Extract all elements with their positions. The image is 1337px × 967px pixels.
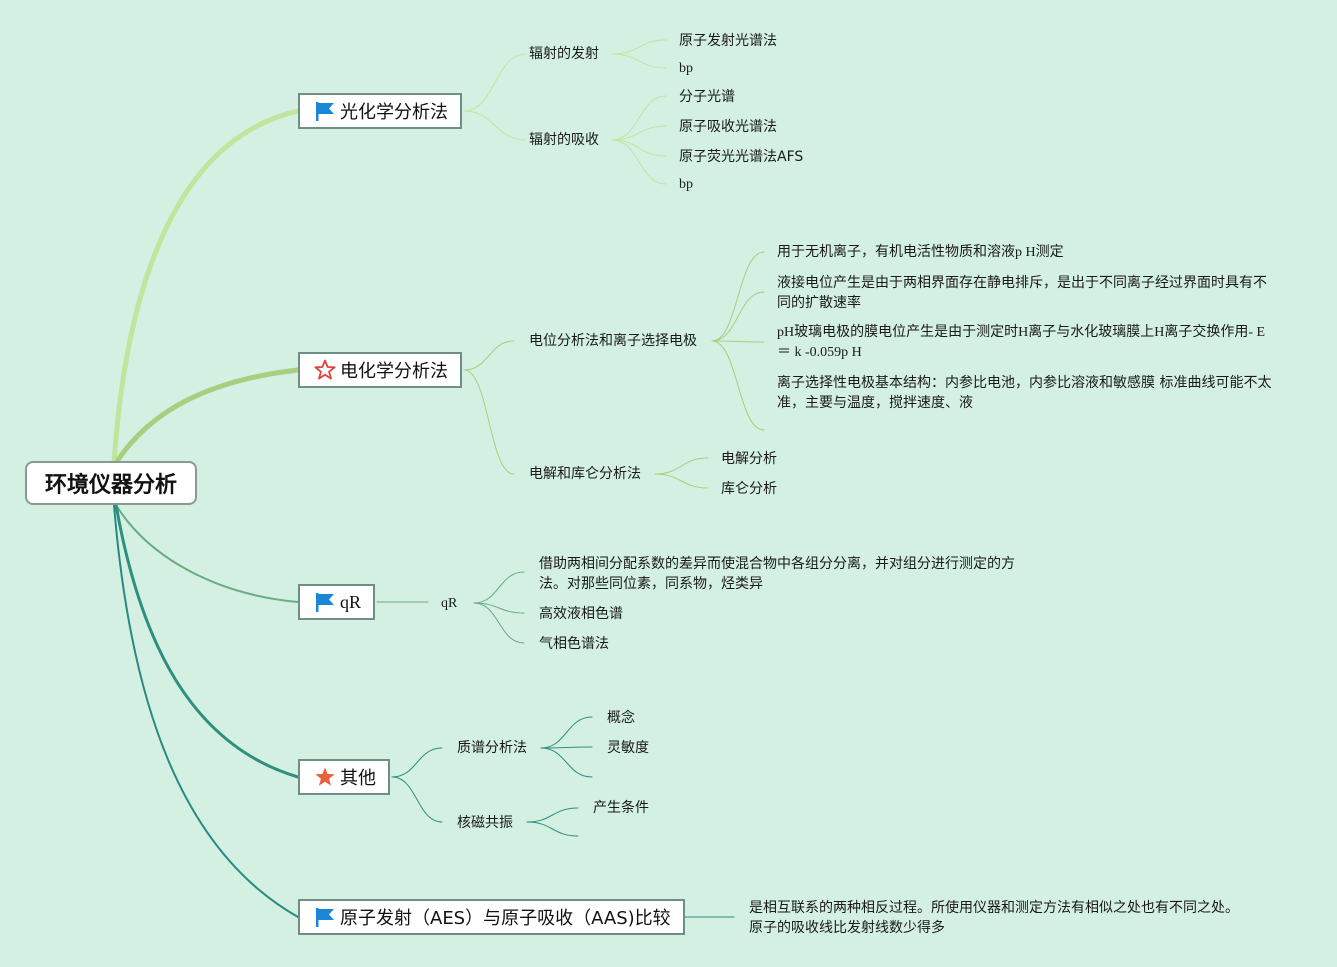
note-text[interactable]: 是相互联系的两种相反过程。所使用仪器和测定方法有相似之处也有不同之处。原子的吸收… xyxy=(749,900,1239,936)
connector-b4-1 xyxy=(391,776,443,823)
flag-icon xyxy=(314,591,336,613)
leaf-item[interactable]: 分子光谱 xyxy=(679,89,735,105)
connector-b4-s2-0 xyxy=(526,807,579,823)
connector-b4-s1-0 xyxy=(540,716,593,749)
branch-qr[interactable]: qR xyxy=(298,584,376,620)
leaf-item[interactable]: 用于无机离子，有机电活性物质和溶液p H测定 xyxy=(777,245,1064,260)
flag-icon xyxy=(314,100,336,122)
branch-aes-aas-compare[interactable]: 原子发射（AES）与原子吸收（AAS)比较 xyxy=(298,899,685,935)
connector-b2-s2-1 xyxy=(654,473,709,489)
root-topic[interactable]: 环境仪器分析 xyxy=(25,461,197,505)
leaf-item[interactable]: 原子吸收光谱法 xyxy=(679,119,777,135)
branch-others[interactable]: 其他 xyxy=(298,759,390,795)
leaf-item[interactable]: 气相色谱法 xyxy=(539,636,609,652)
leaf-item[interactable]: 原子发射光谱法 xyxy=(679,33,777,49)
flag-icon xyxy=(314,906,336,928)
connector-b2-s1-0 xyxy=(711,251,765,342)
connector-b4-s2-1 xyxy=(526,821,579,837)
leaf-item[interactable]: 原子荧光光谱法AFS xyxy=(679,149,804,165)
leaf-item[interactable]: pH玻璃电极的膜电位产生是由于测定时H离子与水化玻璃膜上H离子交换作用- E ＝… xyxy=(777,325,1266,360)
leaf-item[interactable]: bp xyxy=(679,61,693,76)
connector-b1-s1-0 xyxy=(611,39,667,55)
leaf-item[interactable]: 灵敏度 xyxy=(607,740,649,756)
connector-b1-s2-2 xyxy=(611,139,667,157)
connector-b1-1 xyxy=(463,110,527,141)
connector-b2-s2-0 xyxy=(654,457,709,475)
connector-b2-s1-2 xyxy=(711,340,765,343)
leaf-item[interactable]: 借助两相间分配系数的差异而使混合物中各组分分离，并对组分进行测定的方法。对那些同… xyxy=(539,556,1015,592)
subtopic-absorption[interactable]: 辐射的吸收 xyxy=(529,132,599,148)
connector-root-b5 xyxy=(113,504,299,918)
connector-b4-s1-2 xyxy=(540,747,593,778)
branch-label: 其他 xyxy=(340,768,376,789)
connector-b3-s1-0 xyxy=(473,571,525,604)
star-filled-icon xyxy=(314,766,336,788)
leaf-item[interactable]: 概念 xyxy=(607,710,635,726)
subtopic-nmr[interactable]: 核磁共振 xyxy=(457,815,513,831)
branch-label: 原子发射（AES）与原子吸收（AAS)比较 xyxy=(340,908,671,929)
connector-b1-0 xyxy=(463,53,527,112)
connector-b1-s2-3 xyxy=(611,139,667,185)
connector-b1-s2-1 xyxy=(611,125,667,141)
connector-b2-s1-1 xyxy=(711,291,765,342)
connector-b4-s1-1 xyxy=(540,746,593,749)
connector-b2-s1-3 xyxy=(711,340,765,431)
leaf-item[interactable]: bp xyxy=(679,177,693,192)
leaf-item[interactable]: 库仑分析 xyxy=(721,481,777,497)
branch-electrochemical[interactable]: 电化学分析法 xyxy=(298,352,462,388)
connector-b3-s1-2 xyxy=(473,602,525,644)
subtopic-qr[interactable]: qR xyxy=(441,596,458,611)
connector-root-b2 xyxy=(113,367,301,466)
subtopic-mass-spec[interactable]: 质谱分析法 xyxy=(457,740,527,756)
leaf-item[interactable]: 电解分析 xyxy=(721,451,777,467)
connector-root-b4 xyxy=(114,503,300,779)
subtopic-potentiometry[interactable]: 电位分析法和离子选择电极 xyxy=(529,333,697,349)
leaf-item[interactable]: 高效液相色谱 xyxy=(539,606,623,622)
branch-label: 电化学分析法 xyxy=(340,361,448,382)
connector-b2-1 xyxy=(463,369,515,475)
subtopic-emission[interactable]: 辐射的发射 xyxy=(529,46,599,62)
connector-b4-0 xyxy=(391,747,443,778)
branch-photochemical[interactable]: 光化学分析法 xyxy=(298,93,462,129)
connector-b1-s2-0 xyxy=(611,95,667,141)
branch-label: 光化学分析法 xyxy=(340,102,448,123)
connector-b1-s1-1 xyxy=(611,53,667,69)
leaf-item[interactable]: 产生条件 xyxy=(593,800,649,816)
branch-label: qR xyxy=(340,591,362,612)
leaf-item[interactable]: 液接电位产生是由于两相界面存在静电排斥，是出于不同离子经过界面时具有不同的扩散速… xyxy=(777,275,1267,311)
leaf-item[interactable]: 离子选择性电极基本结构：内参比电池，内参比溶液和敏感膜 标准曲线可能不太准，主要… xyxy=(777,375,1272,411)
root-label: 环境仪器分析 xyxy=(44,473,177,498)
star-outline-icon xyxy=(314,359,336,381)
subtopic-electrolysis[interactable]: 电解和库仑分析法 xyxy=(529,466,641,482)
connector-b2-0 xyxy=(463,340,515,371)
connector-root-b1 xyxy=(111,108,301,466)
connector-root-b3 xyxy=(115,504,299,603)
